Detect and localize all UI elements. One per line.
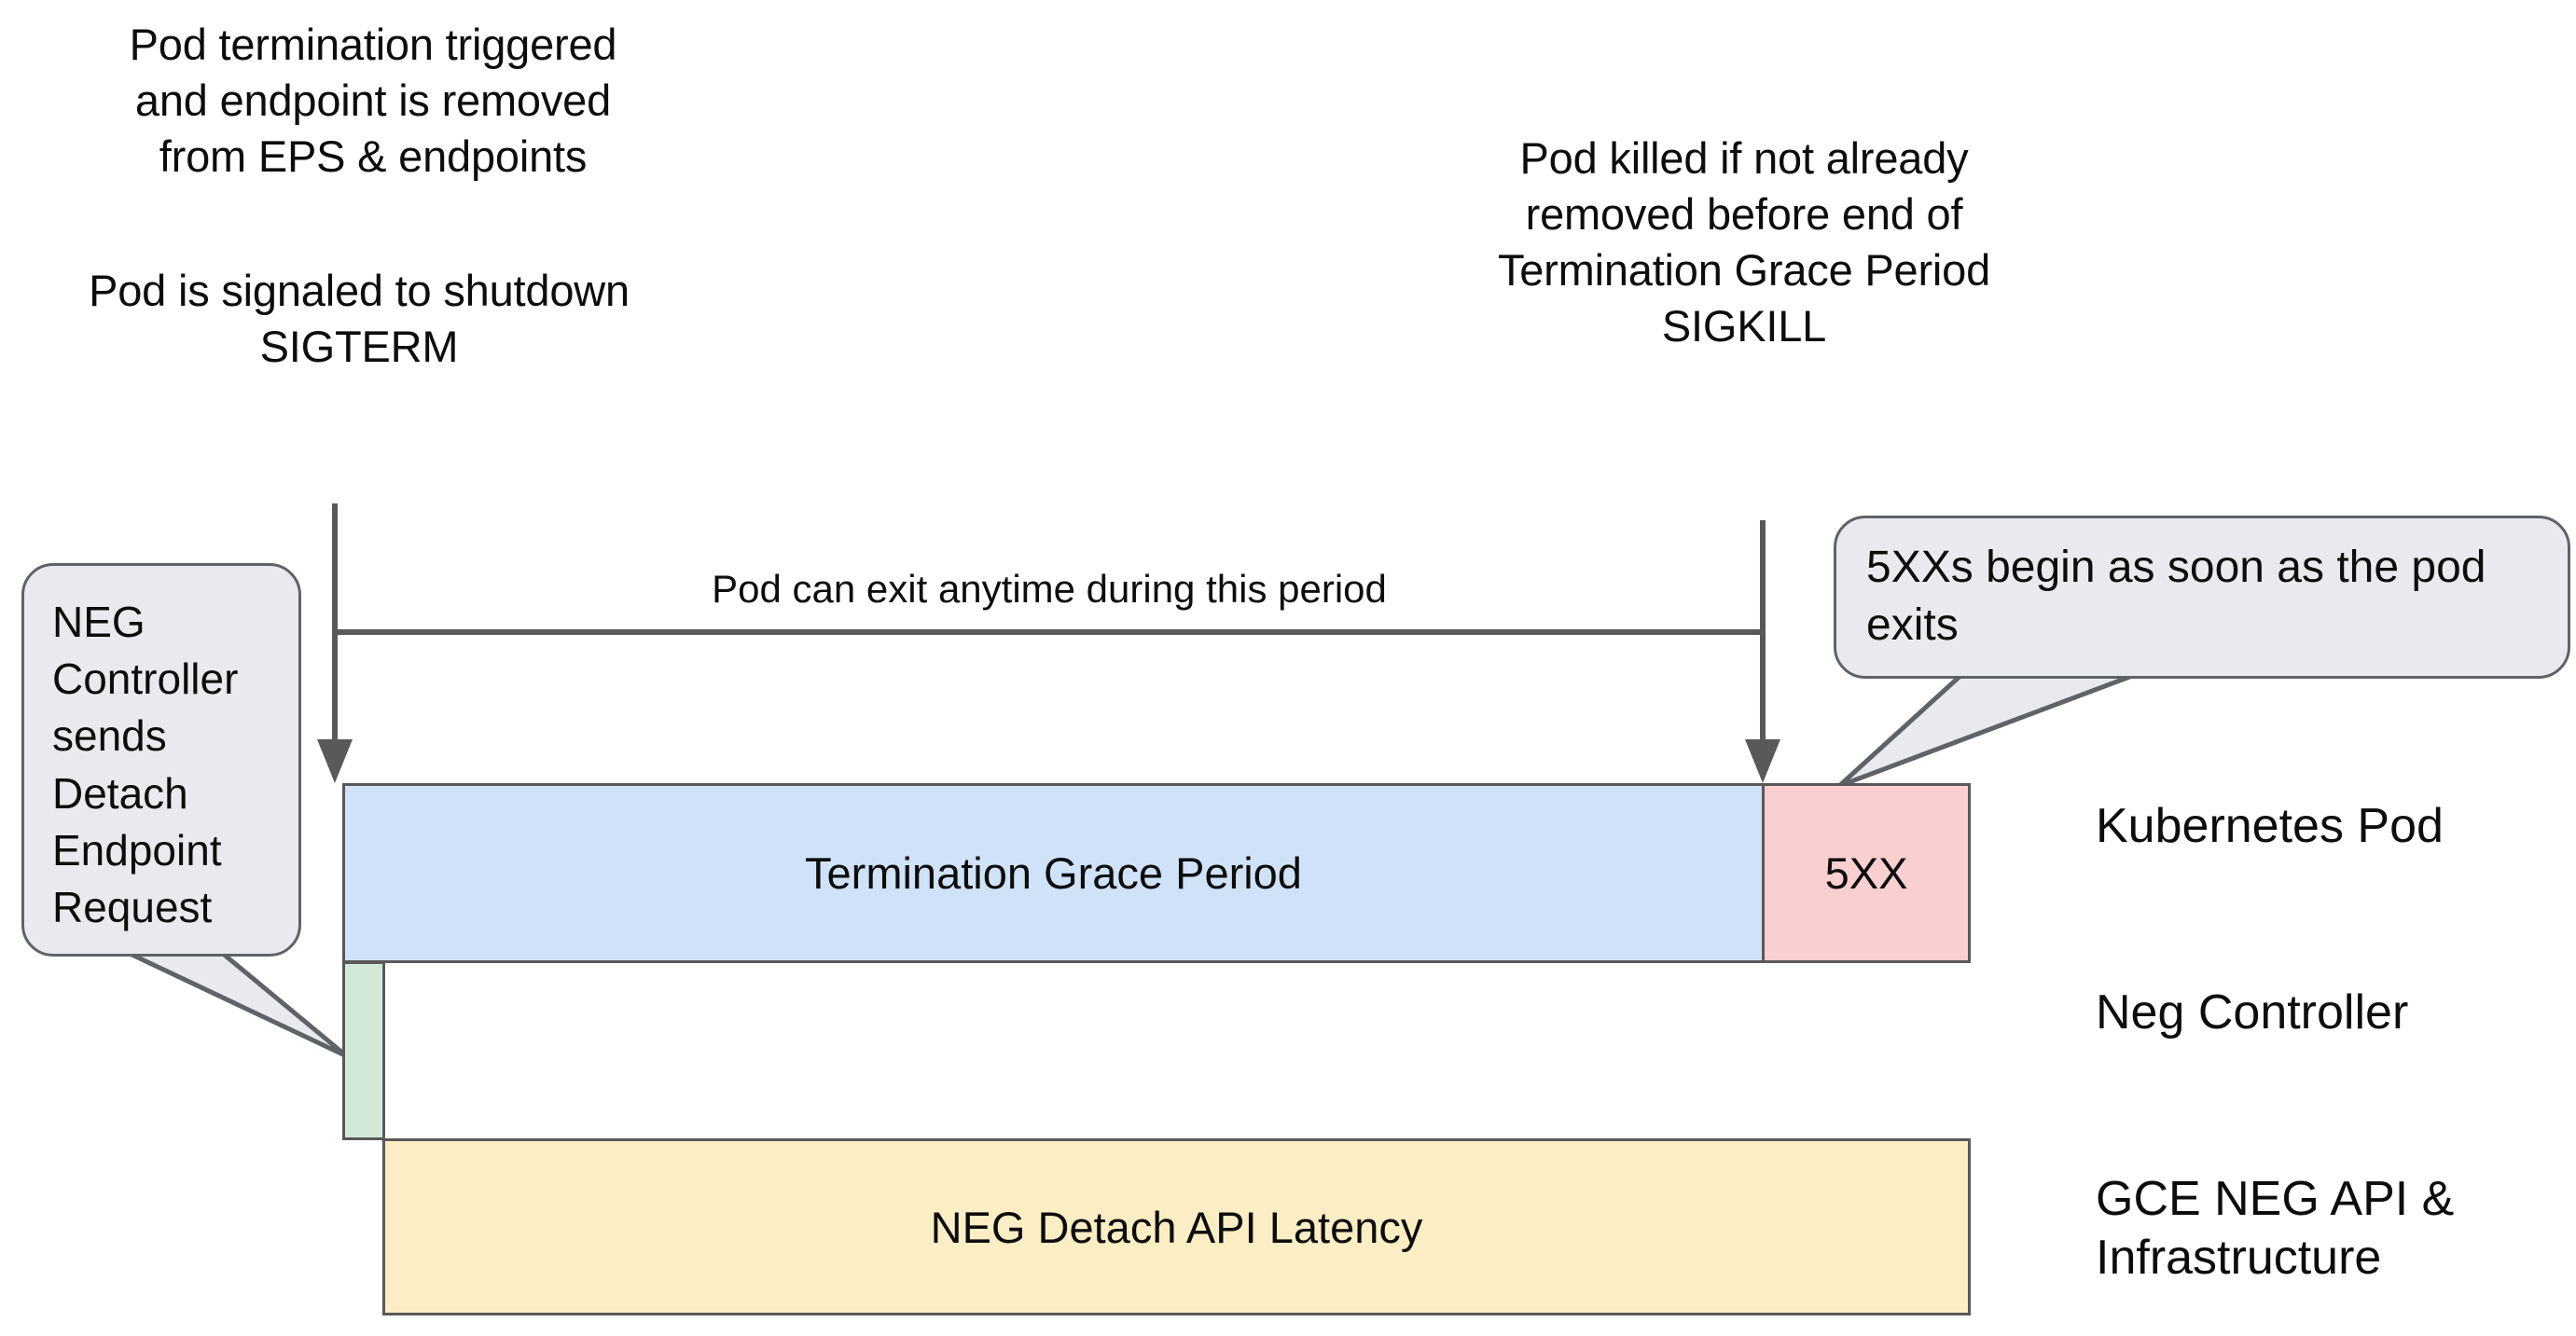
span-label-pod-can-exit: Pod can exit anytime during this period bbox=[712, 567, 1387, 611]
bar-five-xx: 5XX bbox=[1762, 783, 1971, 963]
sigterm-arrow-icon bbox=[317, 503, 353, 783]
row-label-neg-controller: Neg Controller bbox=[2096, 985, 2409, 1040]
row-label-kubernetes-pod: Kubernetes Pod bbox=[2096, 799, 2444, 853]
bar-neg-controller bbox=[342, 961, 385, 1140]
row-label-gce-neg-api: GCE NEG API & Infrastructure bbox=[2096, 1172, 2455, 1286]
callout-neg-controller: NEG Controller sends Detach Endpoint Req… bbox=[21, 563, 301, 957]
note-pod-signaled-sigterm: Pod is signaled to shutdown SIGTERM bbox=[89, 266, 630, 372]
bar-termination-grace-period: Termination Grace Period bbox=[342, 783, 1765, 963]
sigkill-arrow-icon bbox=[1745, 520, 1780, 783]
note-pod-killed-sigkill: Pod killed if not already removed before… bbox=[1497, 133, 1991, 351]
note-pod-termination-triggered: Pod termination triggered and endpoint i… bbox=[129, 20, 617, 182]
callout-five-xx: 5XXs begin as soon as the pod exits bbox=[1834, 516, 2570, 679]
bar-neg-detach-api-latency: NEG Detach API Latency bbox=[382, 1138, 1971, 1315]
five-xx-callout-tail bbox=[1836, 671, 2135, 789]
